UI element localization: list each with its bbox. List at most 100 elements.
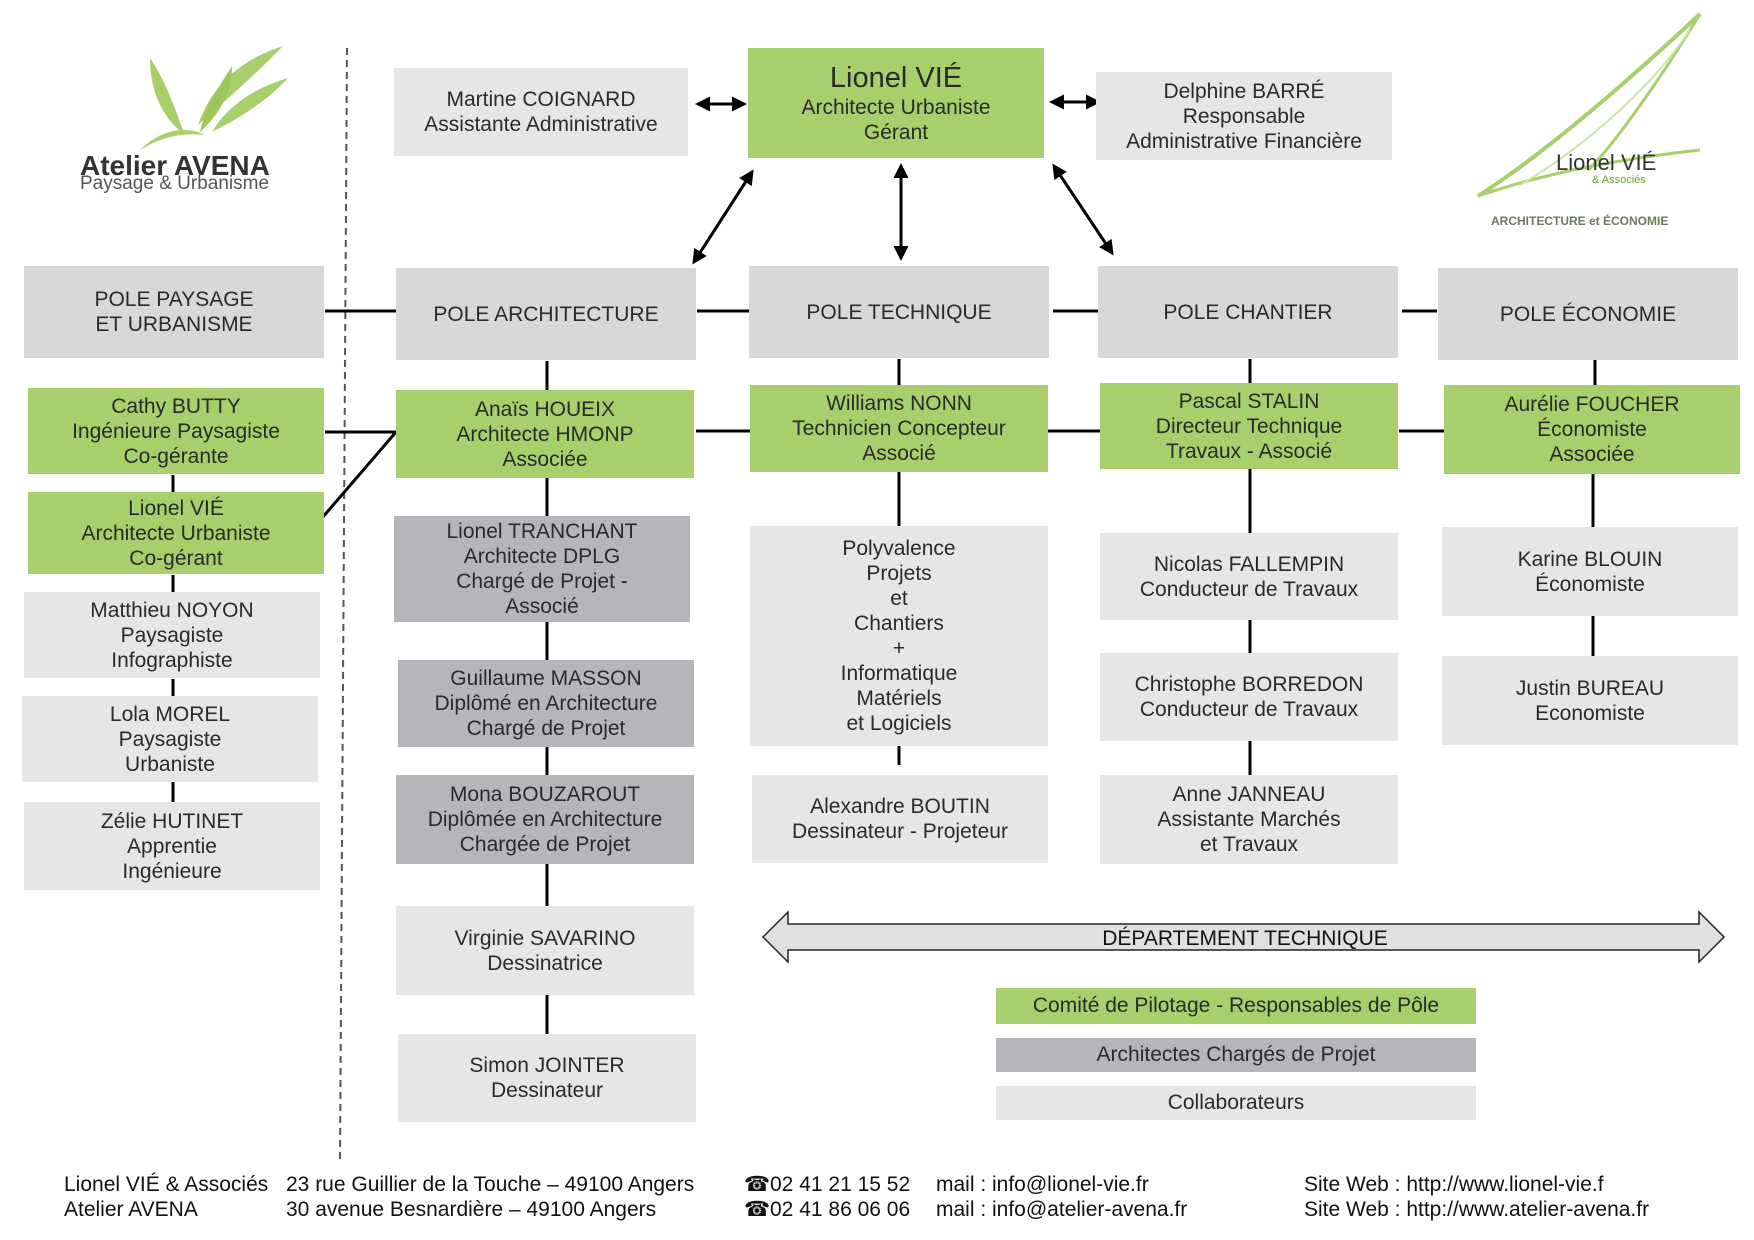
- logo-left-name: Atelier AVENA: [80, 150, 270, 181]
- box-lionel-tranchant-l3: Associé: [505, 595, 579, 618]
- box-christophe-borredon-l1: Conducteur de Travaux: [1139, 698, 1359, 721]
- box-nicolas-fallempin-l0: Nicolas FALLEMPIN: [1153, 552, 1345, 576]
- box-lola-morel-l1: Paysagiste: [118, 727, 222, 751]
- box-anne-janneau: Anne JANNEAU Assistante Marchés et Trava…: [1100, 775, 1398, 864]
- box-cathy-butty-l2: Co-gérante: [123, 444, 229, 468]
- footer-web-1[interactable]: Site Web : http://www.lionel-vie.f: [1304, 1173, 1604, 1196]
- box-lola-morel: Lola MOREL Paysagiste Urbaniste: [22, 696, 318, 782]
- pole-paysage-l1: ET URBANISME: [95, 313, 253, 336]
- footer-mail-2[interactable]: mail : info@atelier-avena.fr: [936, 1198, 1188, 1221]
- box-delphine-barre-l1: Responsable: [1182, 104, 1306, 128]
- footer-address-1: 23 rue Guillier de la Touche – 49100 Ang…: [286, 1173, 695, 1196]
- box-delphine-barre-l2: Administrative Financière: [1126, 129, 1362, 153]
- box-matthieu-noyon-l1: Paysagiste: [120, 623, 224, 647]
- box-polyvalence-l5: Informatique: [840, 662, 958, 685]
- box-anne-janneau-l2: et Travaux: [1199, 833, 1299, 856]
- box-anne-janneau-l1: Assistante Marchés: [1157, 808, 1341, 831]
- box-guillaume-masson-l1: Diplômé en Architecture: [434, 692, 658, 715]
- box-alexandre-boutin-l1: Dessinateur - Projeteur: [792, 820, 1008, 843]
- box-pascal-stalin-l0: Pascal STALIN: [1178, 389, 1320, 413]
- footer-company-2: Atelier AVENA: [64, 1198, 198, 1221]
- box-cathy-butty-l0: Cathy BUTTY: [111, 394, 241, 418]
- box-cathy-butty: Cathy BUTTY Ingénieure Paysagiste Co-gér…: [28, 388, 324, 474]
- box-justin-bureau: Justin BUREAU Economiste: [1442, 656, 1738, 745]
- legend-green-label: Comité de Pilotage - Responsables de Pôl…: [1032, 994, 1440, 1017]
- box-lionel-tranchant: Lionel TRANCHANT Architecte DPLG Chargé …: [394, 516, 690, 622]
- logo-right-sub: & Associés: [1592, 174, 1646, 186]
- box-justin-bureau-l1: Economiste: [1535, 701, 1645, 725]
- box-aurelie-foucher-l2: Associée: [1549, 443, 1635, 466]
- box-simon-jointer: Simon JOINTER Dessinateur: [398, 1034, 696, 1122]
- pole-economie: POLE ÉCONOMIE: [1438, 268, 1738, 360]
- logo-left-tagline: Paysage & Urbanisme: [80, 173, 270, 194]
- pole-architecture-l0: POLE ARCHITECTURE: [433, 302, 659, 326]
- pole-architecture: POLE ARCHITECTURE: [396, 268, 696, 360]
- box-delphine-barre: Delphine BARRÉ Responsable Administrativ…: [1096, 72, 1392, 160]
- pole-chantier-l0: POLE CHANTIER: [1163, 300, 1333, 324]
- legend-dark-gray-label: Architectes Chargés de Projet: [1096, 1043, 1376, 1066]
- box-christophe-borredon: Christophe BORREDON Conducteur de Travau…: [1100, 653, 1398, 741]
- box-mona-bouzarout-l1: Diplômée en Architecture: [427, 808, 663, 831]
- box-martine-coignard: Martine COIGNARD Assistante Administrati…: [394, 68, 688, 156]
- pole-technique-l0: POLE TECHNIQUE: [806, 300, 992, 324]
- pole-chantier: POLE CHANTIER: [1098, 266, 1398, 358]
- box-aurelie-foucher-l1: Économiste: [1537, 418, 1647, 441]
- box-alexandre-boutin-l0: Alexandre BOUTIN: [810, 795, 990, 818]
- footer-mail-1[interactable]: mail : info@lionel-vie.fr: [936, 1173, 1149, 1196]
- footer-phone-1: 02 41 21 15 52: [770, 1173, 911, 1196]
- footer-company-1: Lionel VIÉ & Associés: [64, 1173, 269, 1196]
- box-williams-nonn-l2: Associé: [862, 442, 936, 465]
- box-lola-morel-l2: Urbaniste: [125, 752, 215, 776]
- legend-light-gray: Collaborateurs: [996, 1086, 1476, 1120]
- box-karine-blouin: Karine BLOUIN Économiste: [1442, 527, 1738, 616]
- box-nicolas-fallempin-l1: Conducteur de Travaux: [1139, 577, 1359, 601]
- box-anais-houeix-l0: Anaïs HOUEIX: [474, 397, 616, 421]
- box-head-lionel-vie-l2: Gérant: [863, 121, 929, 144]
- box-matthieu-noyon-l2: Infographiste: [111, 648, 233, 672]
- box-lionel-vie-paysage-l1: Architecte Urbaniste: [81, 521, 271, 545]
- phone-icon: ☎: [744, 1198, 771, 1221]
- box-simon-jointer-l1: Dessinateur: [490, 1079, 604, 1102]
- box-lionel-tranchant-l1: Architecte DPLG: [463, 545, 621, 568]
- box-lionel-vie-paysage-l0: Lionel VIÉ: [128, 496, 224, 520]
- box-pascal-stalin-l2: Travaux - Associé: [1165, 439, 1333, 463]
- footer-phone-2: 02 41 86 06 06: [770, 1198, 911, 1221]
- phone-icon: ☎: [744, 1173, 771, 1196]
- box-head-lionel-vie-l1: Architecte Urbaniste: [801, 96, 991, 119]
- box-williams-nonn-l0: Williams NONN: [826, 392, 972, 415]
- box-guillaume-masson: Guillaume MASSON Diplômé en Architecture…: [398, 660, 694, 747]
- box-williams-nonn-l1: Technicien Concepteur: [792, 417, 1006, 440]
- box-polyvalence: Polyvalence Projets et Chantiers + Infor…: [750, 526, 1048, 746]
- box-christophe-borredon-l0: Christophe BORREDON: [1134, 673, 1364, 696]
- box-karine-blouin-l1: Économiste: [1535, 572, 1645, 596]
- box-anais-houeix: Anaïs HOUEIX Architecte HMONP Associée: [396, 390, 694, 478]
- legend-dark-gray: Architectes Chargés de Projet: [996, 1038, 1476, 1072]
- box-pascal-stalin: Pascal STALIN Directeur Technique Travau…: [1100, 383, 1398, 469]
- box-anais-houeix-l2: Associée: [502, 447, 588, 471]
- box-head-lionel-vie-l0: Lionel VIÉ: [829, 62, 963, 94]
- box-matthieu-noyon-l0: Matthieu NOYON: [90, 598, 254, 622]
- legend-green: Comité de Pilotage - Responsables de Pôl…: [996, 988, 1476, 1024]
- box-zelie-hutinet: Zélie HUTINET Apprentie Ingénieure: [24, 802, 320, 890]
- box-simon-jointer-l0: Simon JOINTER: [469, 1054, 625, 1077]
- pole-paysage-l0: POLE PAYSAGE: [94, 288, 254, 311]
- box-zelie-hutinet-l2: Ingénieure: [122, 859, 222, 883]
- box-lola-morel-l0: Lola MOREL: [109, 702, 231, 726]
- box-mona-bouzarout-l2: Chargée de Projet: [459, 833, 631, 856]
- box-martine-coignard-l1: Assistante Administrative: [424, 113, 658, 136]
- box-lionel-vie-paysage: Lionel VIÉ Architecte Urbaniste Co-géran…: [28, 492, 324, 574]
- department-label: DÉPARTEMENT TECHNIQUE: [1102, 927, 1388, 950]
- footer-web-2[interactable]: Site Web : http://www.atelier-avena.fr: [1304, 1198, 1650, 1221]
- pole-economie-l0: POLE ÉCONOMIE: [1499, 302, 1677, 326]
- box-polyvalence-l2: et: [890, 587, 908, 610]
- logo-right-name: Lionel VIÉ: [1556, 150, 1657, 175]
- pole-technique: POLE TECHNIQUE: [749, 266, 1049, 358]
- box-virginie-savarino-l0: Virginie SAVARINO: [454, 926, 636, 950]
- footer-address-2: 30 avenue Besnardière – 49100 Angers: [286, 1198, 657, 1221]
- box-mona-bouzarout-l0: Mona BOUZAROUT: [449, 783, 641, 806]
- box-head-lionel-vie: Lionel VIÉ Architecte Urbaniste Gérant: [748, 48, 1044, 158]
- box-mona-bouzarout: Mona BOUZAROUT Diplômée en Architecture …: [396, 775, 694, 864]
- box-polyvalence-l3: Chantiers: [854, 612, 944, 635]
- pole-paysage: POLE PAYSAGE ET URBANISME: [24, 266, 324, 358]
- box-polyvalence-l4: +: [892, 637, 906, 660]
